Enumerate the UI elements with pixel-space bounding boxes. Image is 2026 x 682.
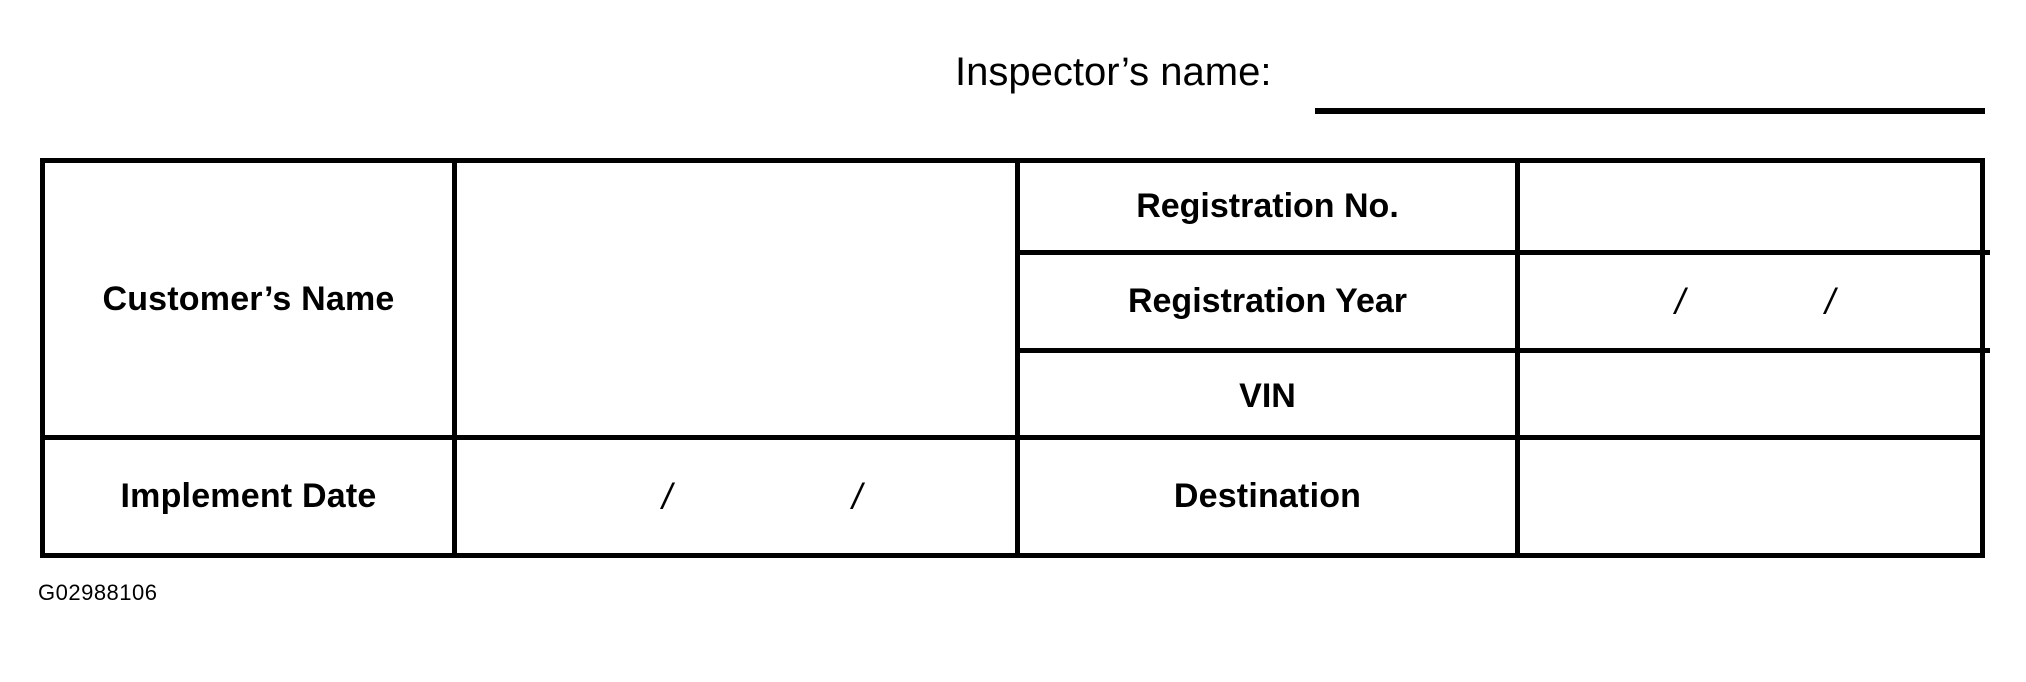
registration-year-row: Registration Year / /	[1020, 255, 1990, 353]
document-code: G02988106	[38, 580, 158, 605]
table-band-top: Customer’s Name Registration No. Registr…	[45, 163, 1990, 440]
registration-year-separator-1: /	[1675, 280, 1686, 322]
implement-date-separator-1: /	[662, 475, 673, 517]
vertical-divider-center-bottom	[1015, 440, 1020, 553]
customer-information-table: Customer’s Name Registration No. Registr…	[40, 158, 1990, 558]
vertical-divider-customer	[452, 163, 457, 435]
inspector-name-signature-line[interactable]	[1315, 108, 1985, 114]
inspector-name-label: Inspector’s name:	[955, 50, 1272, 94]
implement-date-separator-2: /	[852, 475, 863, 517]
registration-no-value-cell[interactable]	[1520, 163, 1990, 250]
registration-year-date-slots: / /	[1520, 255, 1990, 348]
registration-year-label: Registration Year	[1127, 282, 1408, 320]
implement-date-slots: / /	[457, 440, 1015, 553]
implement-date-label-cell: Implement Date	[45, 440, 452, 553]
registration-no-row: Registration No.	[1020, 163, 1990, 255]
implement-date-value-cell[interactable]: / /	[457, 440, 1015, 553]
registration-no-label-cell: Registration No.	[1020, 163, 1515, 250]
inspector-name-row: Inspector’s name:	[0, 48, 2026, 118]
registration-year-label-cell: Registration Year	[1020, 255, 1515, 348]
table-band-bottom: Implement Date / / Destination	[45, 440, 1980, 553]
vertical-divider-registration-year	[1515, 255, 1520, 348]
vertical-divider-center	[1015, 163, 1020, 435]
vertical-divider-destination	[1515, 440, 1520, 553]
customer-name-value-cell[interactable]	[457, 163, 1015, 435]
registration-no-label: Registration No.	[1136, 187, 1399, 225]
vin-label: VIN	[1239, 377, 1296, 415]
customer-name-label-cell: Customer’s Name	[45, 163, 452, 435]
customer-name-label: Customer’s Name	[102, 279, 395, 318]
vin-row: VIN	[1020, 353, 1990, 440]
destination-label: Destination	[1173, 477, 1362, 515]
registration-year-separator-2: /	[1825, 280, 1836, 322]
vertical-divider-registration-no	[1515, 163, 1520, 250]
vin-label-cell: VIN	[1020, 353, 1515, 440]
vertical-divider-implement	[452, 440, 457, 553]
implement-date-label: Implement Date	[120, 477, 377, 515]
vertical-divider-vin	[1515, 353, 1520, 440]
destination-label-cell: Destination	[1020, 440, 1515, 553]
vin-value-cell[interactable]	[1520, 353, 1990, 440]
destination-value-cell[interactable]	[1520, 440, 1990, 553]
registration-year-value-cell[interactable]: / /	[1520, 255, 1990, 348]
